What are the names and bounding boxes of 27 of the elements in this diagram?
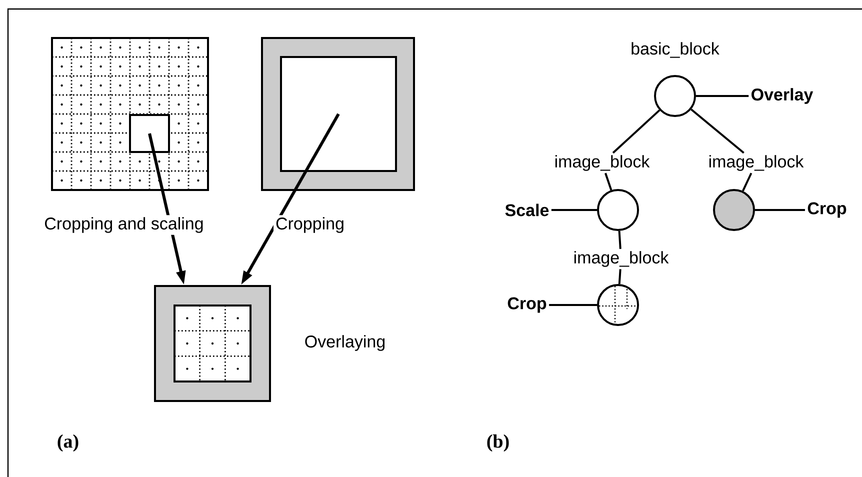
edge-label: Cropping and scaling — [42, 215, 206, 235]
edge-label: Cropping — [274, 215, 346, 235]
operation-label: Overlay — [752, 88, 814, 104]
dotted-image — [51, 37, 209, 191]
panel-label: (b) — [487, 434, 509, 452]
connector-line — [618, 230, 622, 249]
node-caption: Overlaying — [305, 335, 385, 351]
connector-line — [612, 109, 660, 154]
operation-label: Crop — [508, 297, 546, 313]
node-label: image_block — [709, 155, 804, 171]
tree-node: image_block — [574, 251, 669, 326]
node-label: image_block — [574, 251, 669, 267]
tree-node: basic_block — [632, 42, 720, 117]
node-label: image_block — [555, 155, 650, 171]
tree-node: image_block — [555, 155, 650, 231]
node-label: basic_block — [632, 42, 720, 58]
crop-box — [129, 114, 170, 153]
operation-label: Scale — [505, 204, 549, 216]
panel-label: (a) — [58, 434, 78, 452]
operation-label: Crop — [808, 202, 846, 218]
connector-line — [551, 209, 597, 211]
crop-box — [280, 56, 397, 172]
tree-node: image_block — [709, 155, 804, 231]
connector-line — [755, 209, 805, 211]
connector-line — [690, 108, 744, 154]
connector-line — [696, 95, 749, 97]
connector-line — [549, 304, 597, 306]
